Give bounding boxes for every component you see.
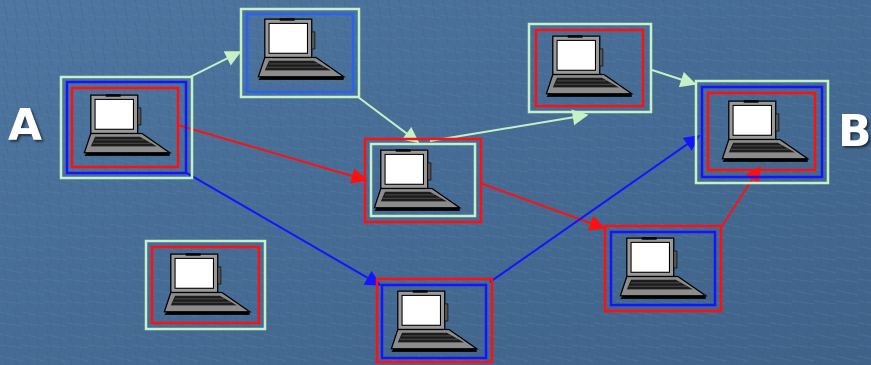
node-top-right-red-frame	[534, 28, 645, 108]
node-b-red-frame	[706, 91, 817, 172]
node-top-right-halo	[527, 22, 653, 114]
node-right-lower[interactable]	[603, 224, 723, 313]
node-top[interactable]	[239, 7, 361, 99]
edge-bottom-center-to-b-blue	[489, 135, 701, 283]
node-b[interactable]	[694, 79, 830, 185]
node-bottom-center-blue-frame	[380, 283, 488, 360]
node-bottom-left[interactable]	[144, 239, 267, 331]
node-bottom-center[interactable]	[375, 277, 494, 364]
node-top-blue-frame	[245, 12, 355, 94]
node-a-red-frame	[70, 86, 180, 169]
edge-a-to-top	[189, 51, 242, 78]
node-right-lower-blue-frame	[609, 230, 717, 307]
node-top-halo	[239, 7, 361, 99]
node-bottom-left-red-frame	[150, 245, 261, 325]
edge-a-to-center-red	[177, 124, 368, 184]
edge-top-to-center	[357, 96, 420, 143]
edge-center-to-right-lower-red	[479, 182, 606, 231]
edge-center-to-top-right	[429, 109, 589, 142]
node-bottom-left-halo	[144, 239, 267, 331]
node-right-lower-red-frame	[603, 224, 723, 313]
source-label: A	[8, 100, 43, 151]
edge-a-to-bottom-center-blue	[184, 171, 382, 286]
node-b-blue-frame	[700, 85, 824, 179]
node-a-blue-frame	[65, 80, 188, 175]
node-bottom-center-red-frame	[375, 277, 494, 364]
node-a-halo	[59, 75, 194, 180]
node-top-right[interactable]	[527, 22, 653, 114]
destination-label: B	[838, 106, 871, 157]
node-a[interactable]	[59, 75, 194, 180]
node-center-halo	[369, 142, 477, 218]
node-center-red-frame	[363, 137, 483, 224]
node-b-halo	[694, 79, 830, 185]
edge-top-right-to-b	[651, 69, 697, 88]
node-center[interactable]	[363, 137, 483, 224]
